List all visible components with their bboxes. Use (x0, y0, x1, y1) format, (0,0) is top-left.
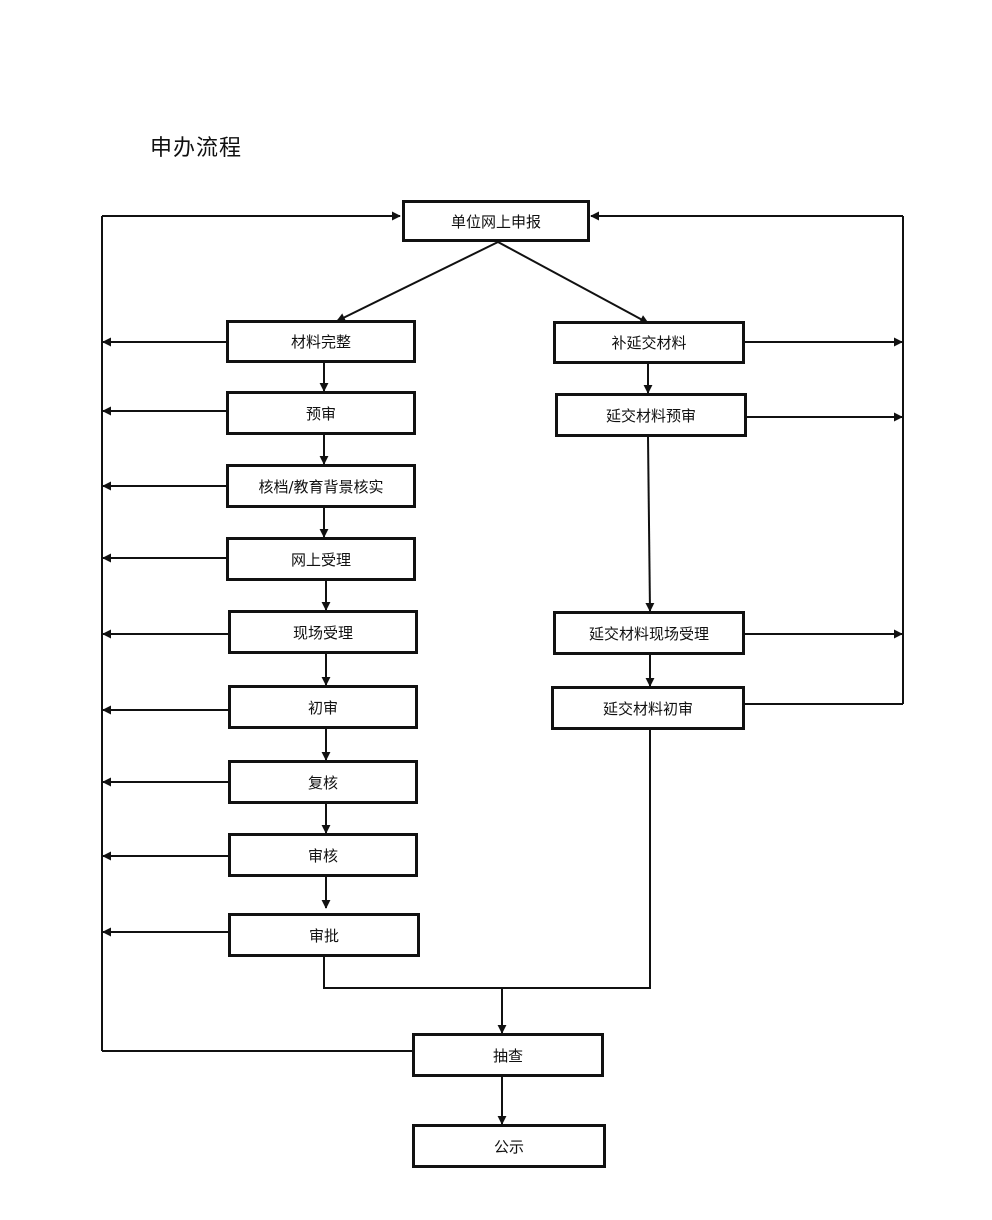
node-label: 公示 (493, 1137, 524, 1156)
node-publicity: 公示 (412, 1124, 606, 1168)
node-online-accept: 网上受理 (226, 537, 416, 581)
node-approve: 审批 (228, 913, 420, 957)
arrow-apply-to-complete (336, 241, 499, 322)
node-label: 审核 (307, 846, 338, 865)
node-recheck: 复核 (228, 760, 418, 804)
node-label: 抽查 (492, 1046, 523, 1065)
node-label: 核档/教育背景核实 (258, 477, 384, 496)
node-complete: 材料完整 (226, 320, 416, 363)
node-label: 初审 (307, 698, 338, 717)
line-approve-to-merge (323, 957, 502, 989)
node-label: 单位网上申报 (450, 212, 541, 231)
node-late-pre-review: 延交材料预审 (555, 393, 747, 437)
node-pre-review: 预审 (226, 391, 416, 435)
node-first-review: 初审 (228, 685, 418, 729)
node-label: 现场受理 (292, 623, 353, 642)
arrow-apply-to-supplement (497, 241, 649, 324)
node-label: 审批 (308, 926, 339, 945)
line-latefirst-to-merge (502, 729, 651, 989)
node-spot-check: 抽查 (412, 1033, 604, 1077)
node-audit: 审核 (228, 833, 418, 877)
node-label: 复核 (307, 773, 338, 792)
node-label: 延交材料现场受理 (588, 624, 709, 643)
node-apply: 单位网上申报 (402, 200, 590, 242)
node-label: 补延交材料 (611, 334, 687, 352)
node-late-onsite-accept: 延交材料现场受理 (553, 611, 745, 655)
node-late-first-review: 延交材料初审 (551, 686, 745, 730)
node-onsite-accept: 现场受理 (228, 610, 418, 654)
node-verify: 核档/教育背景核实 (226, 464, 416, 508)
node-label: 预审 (305, 404, 336, 423)
page-title: 申办流程 (150, 136, 243, 161)
node-label: 延交材料初审 (602, 699, 693, 718)
node-supplement: 补延交材料 (553, 321, 745, 364)
arrow-latepre-to-lateonsite (645, 436, 655, 612)
node-label: 网上受理 (290, 550, 351, 569)
node-label: 材料完整 (290, 333, 351, 351)
node-label: 延交材料预审 (605, 406, 696, 425)
